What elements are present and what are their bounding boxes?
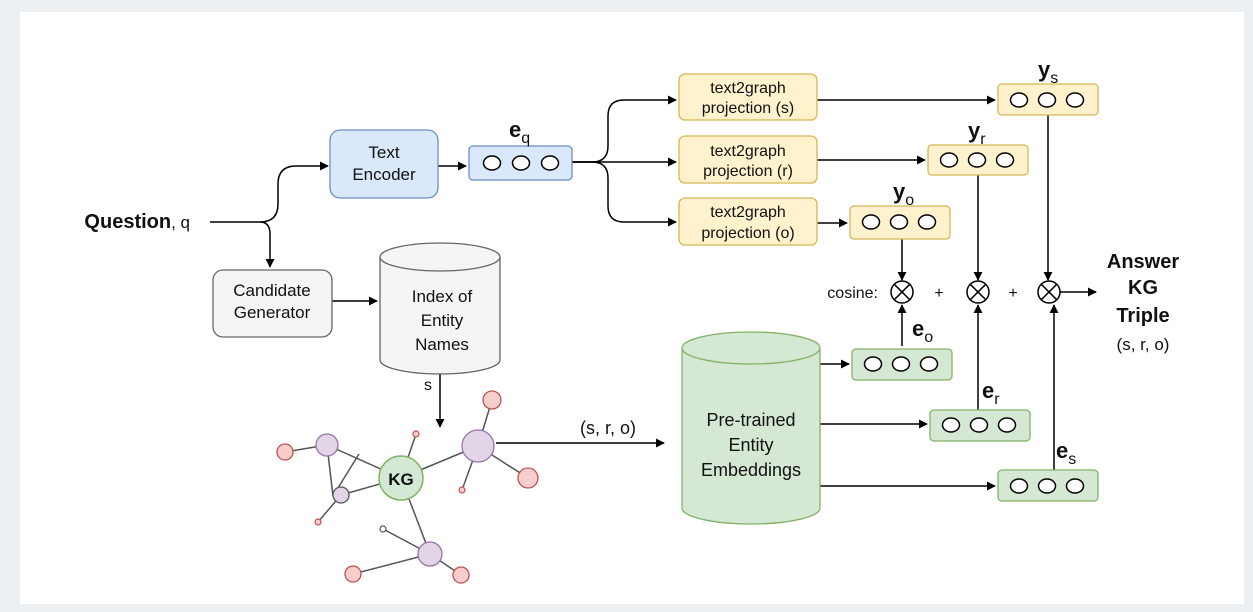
kg-node-red [452,566,470,584]
candidate-generator-box: Candidate Generator [212,269,333,338]
vector-eo-label: eo [912,316,933,346]
vector-yr: yr [927,118,1029,176]
kg-node-tiny [379,525,387,533]
answer-line4: (s, r, o) [1117,335,1170,354]
pretrained-line1: Pre-trained [706,410,795,430]
vector-er: er [929,378,1031,442]
kg-node-tiny-red [412,430,420,438]
pretrained-line3: Embeddings [701,460,801,480]
index-line3: Names [415,335,469,354]
kg-node-tiny-red [314,518,322,526]
vector-yr-label: yr [968,118,986,148]
kg-node-purple-small [332,486,350,504]
pretrained-line2: Entity [728,435,773,455]
question-label: Question, q [84,211,190,233]
question-bold: Question [84,211,171,233]
connector-lines [210,95,1097,491]
plus-sign-1: + [934,285,943,302]
vector-er-label: er [982,378,1000,408]
vector-eo: eo [851,316,953,381]
otimes-o-icon [890,280,914,304]
vector-eq: eq [468,117,573,181]
projection-o-line2: projection (o) [701,225,794,242]
projection-o-box: text2graph projection (o) [678,197,818,246]
projection-s-line2: projection (s) [702,100,794,117]
arrow-eq-to-proj-o [572,161,677,227]
kg-center-node [378,455,424,501]
kg-node-tiny-red [458,486,466,494]
answer-line1: Answer [1107,251,1179,273]
candidate-generator-line1: Candidate [233,281,311,300]
text-encoder-line2: Encoder [352,165,416,184]
projection-r-line2: projection (r) [703,163,793,180]
arrow-eq-to-proj-s [572,95,677,163]
answer-line3: Triple [1116,305,1169,327]
vector-ys: ys [997,57,1099,116]
pretrained-embeddings-cylinder: Pre-trained Entity Embeddings [681,331,821,525]
otimes-r-icon [966,280,990,304]
plus-sign-2: + [1008,285,1017,302]
arrow-question-to-encoder [259,161,329,223]
index-database-cylinder: Index of Entity Names [379,242,501,375]
text-encoder-line1: Text [368,143,399,162]
index-line1: Index of [412,287,473,306]
cosine-label: cosine: [827,285,878,302]
projection-o-line1: text2graph [710,204,786,221]
index-line2: Entity [421,311,464,330]
kg-node-purple-large [461,429,495,463]
projection-r-box: text2graph projection (r) [678,135,818,184]
vector-yo: yo [849,179,951,240]
knowledge-graph: KG [276,390,539,584]
question-suffix: , q [171,213,190,232]
architecture-diagram: Question, q Text Encoder eq text2graph p… [84,57,1179,584]
triple-flow-label: (s, r, o) [580,418,636,438]
kg-node-purple [417,541,443,567]
kg-node-red [482,390,502,410]
answer-line2: KG [1128,277,1158,299]
kg-label: KG [388,470,414,489]
candidate-generator-line2: Generator [234,303,311,322]
vector-es: es [997,438,1099,502]
kg-node-red [517,467,539,489]
vector-es-label: es [1056,438,1076,468]
projection-r-line1: text2graph [710,143,786,160]
text-encoder-box: Text Encoder [329,129,439,199]
projection-s-line1: text2graph [710,80,786,97]
vector-yo-label: yo [893,179,914,209]
arrow-question-to-generator [259,221,275,268]
vector-eq-label: eq [509,117,530,147]
s-label: s [424,377,432,394]
kg-node-red [276,443,294,461]
otimes-s-icon [1037,280,1061,304]
kg-node-red [344,565,362,583]
kg-node-purple [315,433,339,457]
diagram-panel: Question, q Text Encoder eq text2graph p… [20,12,1244,604]
answer-label: Answer KG Triple (s, r, o) [1107,251,1179,354]
otimes-operators [890,280,1061,304]
projection-s-box: text2graph projection (s) [678,73,818,121]
vector-ys-label: ys [1038,57,1058,87]
